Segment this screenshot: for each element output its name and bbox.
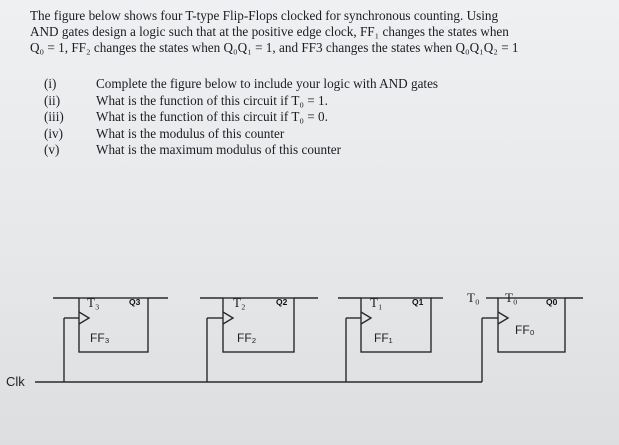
part-ii: (ii)What is the function of this circuit… [44,92,328,108]
ff0-name: FF₀ [515,323,535,337]
question-line-3: Q₀ = 1, FF₂ changes the states when Q₀Q₁… [30,40,519,55]
ff3-name: FF₃ [90,331,110,345]
ff2-q-label: Q2 [276,297,288,307]
clk-label: Clk [6,374,25,389]
part-iv: (iv)What is the modulus of this counter [44,125,285,141]
part-iii: (iii)What is the function of this circui… [44,109,328,124]
t0-input-label: T₀ [467,290,479,305]
flipflop-circuit-diagram: T₃ Q3 FF₃ T₂ Q2 FF₂ T₁ Q1 FF₁ T₀ T₀ Q0 F… [6,290,583,389]
ff3-q-label: Q3 [129,297,141,307]
ff3-box [78,297,149,353]
question-line-1: The figure below shows four T-type Flip-… [30,8,499,23]
question-text: The figure below shows four T-type Flip-… [30,8,612,56]
ff2-box [222,297,295,353]
ff0-box [497,297,566,353]
ff1-box [360,297,432,353]
ff3-t-label: T₃ [87,295,99,310]
ff1-name: FF₁ [374,331,393,345]
part-i: (i)Complete the figure below to include … [44,76,439,91]
ff2-name: FF₂ [237,331,257,345]
question-parts: (i)Complete the figure below to include … [44,76,438,159]
question-line-2: AND gates design a logic such that at th… [30,24,509,39]
ff1-t-label: T₁ [370,295,382,310]
ff0-t-label: T₀ [505,290,517,305]
ff1-q-label: Q1 [412,297,424,307]
ff0-q-label: Q0 [546,297,558,307]
part-v: (v)What is the maximum modulus of this c… [44,142,342,157]
ff2-t-label: T₂ [233,295,245,310]
